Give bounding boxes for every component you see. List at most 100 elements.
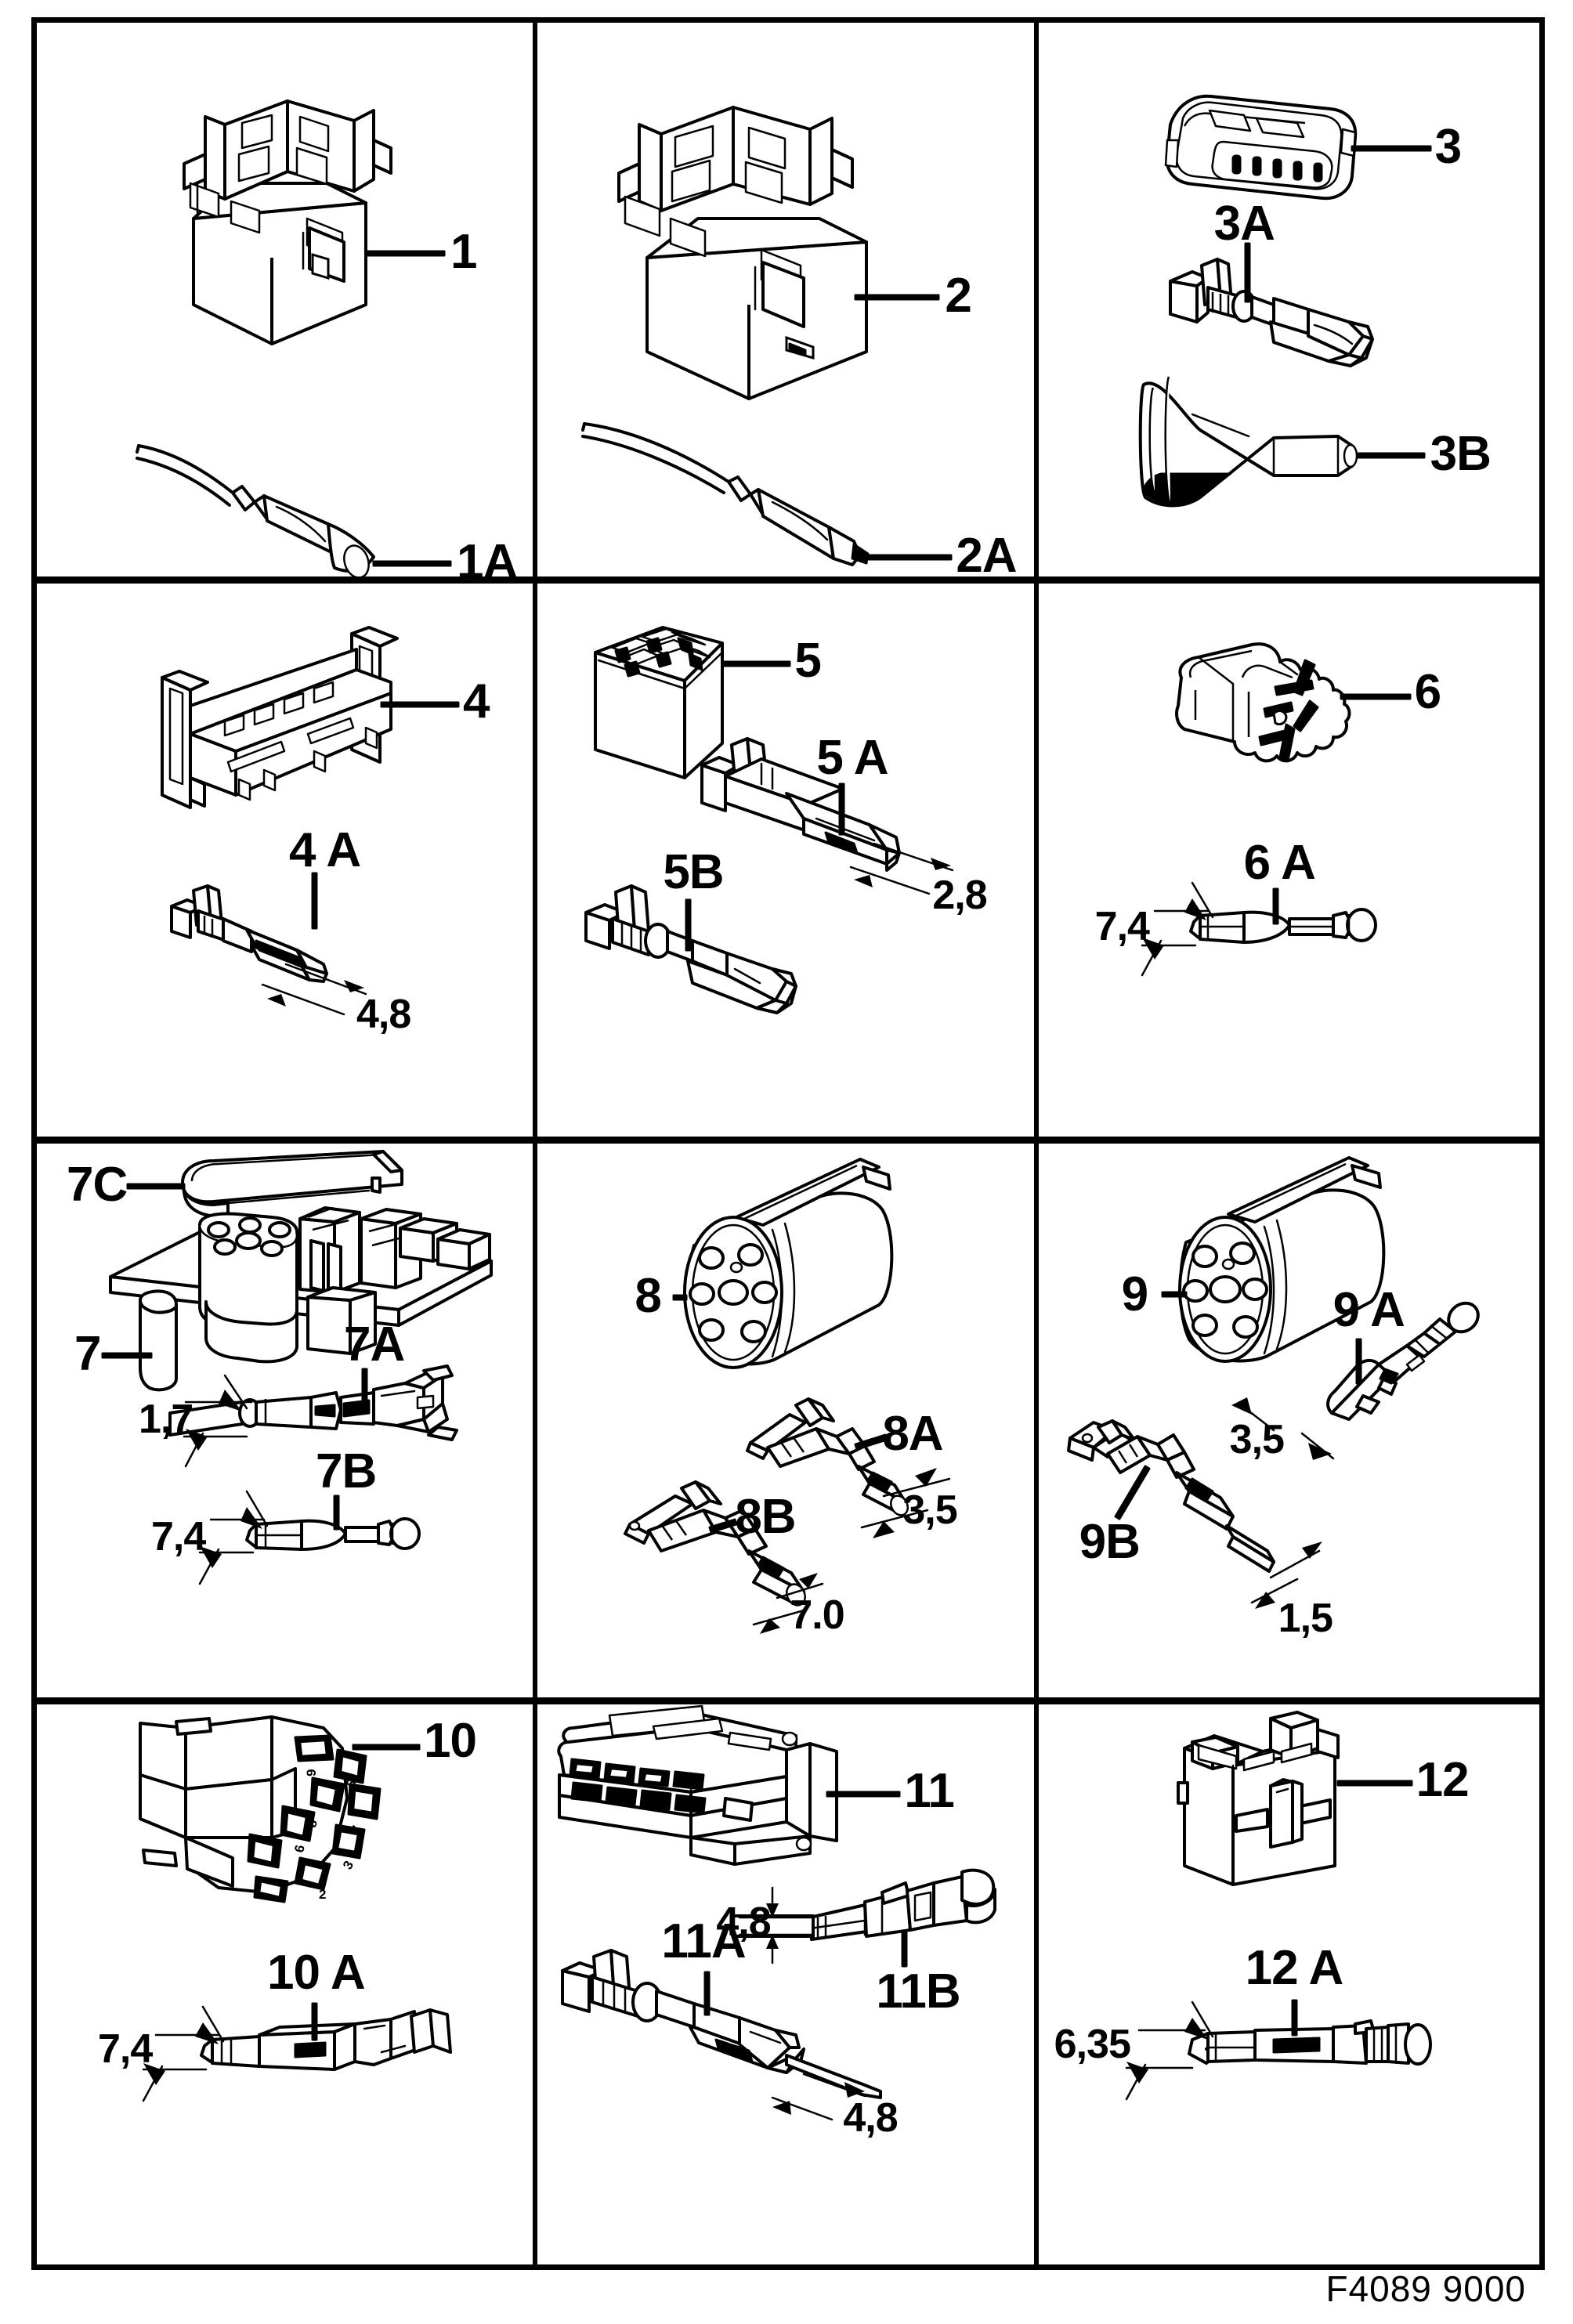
connector-base-plate-7-art [109,1206,493,1392]
socket-terminal-10A-art [200,2008,452,2071]
leader-lines [311,701,460,929]
callout-1A: 1A [457,535,518,584]
leader-lines [311,1744,421,2040]
dimension-12A: 6,35 [1054,2021,1131,2067]
dimension-markers [261,963,367,1015]
callout-8A: 8A [882,1407,943,1461]
blade-terminal-11A-art [561,1948,883,2099]
part-cell-7: 7C 7 7A 7B 1,7 7,4 [37,1144,538,1704]
dimension-6A: 7,4 [1094,903,1150,949]
terminal-pin-3A-art [1168,258,1374,367]
socket-terminal-8A-art [746,1397,909,1516]
blade-terminal-12A-art [1187,2019,1432,2066]
callout-7C: 7C [67,1158,128,1212]
callout-5A: 5 A [816,730,888,785]
dimension-5A: 2,8 [932,872,987,918]
callout-10A: 10 A [267,1945,366,2000]
pin-number-6: 6 [291,1843,308,1853]
callout-4: 4 [463,674,490,728]
callout-9A: 9 A [1333,1283,1405,1337]
dimension-7A: 1,7 [139,1397,193,1442]
blade-terminal-11B-art [732,1868,997,1941]
dimension-8A: 3,5 [902,1487,957,1533]
drawing-code: F4089 9000 [1325,2268,1526,2309]
callout-5: 5 [794,633,821,688]
callout-1: 1 [450,225,477,279]
part-cell-5: 5 5 A 5B 2,8 [537,583,1039,1144]
callout-5B: 5B [663,844,724,899]
female-blade-terminal-5B-art [584,884,798,1014]
dimension-11B: 4,8 [716,1899,771,1945]
callout-3A: 3A [1213,197,1275,251]
part-cell-6: 6 6 A 7,4 [1038,584,1539,1144]
pin-number-3: 3 [340,1858,356,1872]
callout-7B: 7B [316,1444,377,1498]
pin-number-9: 9 [304,1769,319,1776]
callout-9: 9 [1121,1267,1148,1321]
callout-7A: 7A [344,1317,405,1372]
dimension-9A: 3,5 [1229,1417,1285,1462]
leader-lines [703,1791,908,2015]
leader-lines [1291,1780,1413,2036]
part-cell-4: 4 4 A 4,8 [37,583,538,1144]
socket-terminal-8B-art [624,1480,807,1607]
part-cell-11: 11 11A 11B 4,8 4,8 [537,1704,1039,2264]
callout-11A: 11A [661,1914,746,1968]
callout-6: 6 [1414,664,1441,719]
callout-10: 10 [424,1713,477,1768]
round-connector-7way-9-art [1177,1156,1385,1363]
callout-4A: 4 A [289,822,361,877]
leader-lines [366,250,452,567]
leader-lines [1272,693,1412,924]
dimension-markers [142,2005,225,2102]
leader-lines [101,1183,368,1531]
callout-8: 8 [635,1269,661,1323]
rubber-boot-3B-art [1138,376,1358,508]
callout-3: 3 [1434,120,1462,174]
connector-housing-1-art [183,99,392,345]
connector-block-5-art [594,625,725,779]
dimension-markers [1231,1397,1334,1609]
leader-lines [1114,1291,1362,1520]
dimension-9B: 1,5 [1278,1596,1333,1641]
pin-terminal-7A-art [168,1364,458,1441]
callout-2A: 2A [956,529,1017,583]
dimension-7B: 7,4 [151,1514,206,1560]
round-connector-numbered-10-art [139,1715,381,1903]
connector-housing-2-art [617,106,869,400]
terminal-rack-4-art [161,625,399,809]
part-cell-1: 1 1A [37,23,538,584]
dimension-markers [183,1374,269,1585]
cover-cap-7C-art [181,1150,403,1218]
crimped-wire-terminal-2A-art [581,422,870,566]
leader-lines [685,660,845,951]
multiway-housing-11-art [557,1704,839,1866]
callout-12: 12 [1416,1752,1470,1807]
socket-terminal-7B-art [245,1517,421,1551]
leader-lines [1244,145,1432,459]
dimension-markers [850,842,954,895]
part-cell-10: 9 5 8 6 7 3 2 10 10 A 7,4 [37,1704,538,2264]
callout-8B: 8B [735,1490,796,1544]
dimension-11A: 4,8 [843,2094,898,2141]
part-cell-3: 3 3A 3B [1038,23,1539,584]
round-socket-terminal-6A-art [1188,907,1377,944]
dimension-markers [753,1468,951,1634]
rubber-boot-multiway-6-art [1174,642,1351,762]
parts-grid: 1 1A [37,23,1539,2264]
dimension-4A: 4,8 [356,991,411,1037]
crimped-wire-terminal-1A-art [136,444,375,576]
dimension-10A: 7,4 [98,2026,153,2072]
dimension-markers [1125,2001,1213,2100]
part-cell-2: 2 2A [537,23,1039,584]
callout-9B: 9B [1079,1515,1141,1569]
connector-shell-3-art [1164,94,1357,201]
dimension-8B: 7.0 [790,1592,844,1638]
callout-12A: 12 A [1245,1940,1344,1995]
drawing-plate: 1 1A [31,17,1545,2270]
callout-2: 2 [945,269,971,323]
dimension-markers [1141,881,1213,976]
callout-6A: 6 A [1243,835,1316,890]
callout-11: 11 [904,1763,955,1818]
pin-number-8: 8 [304,1818,320,1828]
